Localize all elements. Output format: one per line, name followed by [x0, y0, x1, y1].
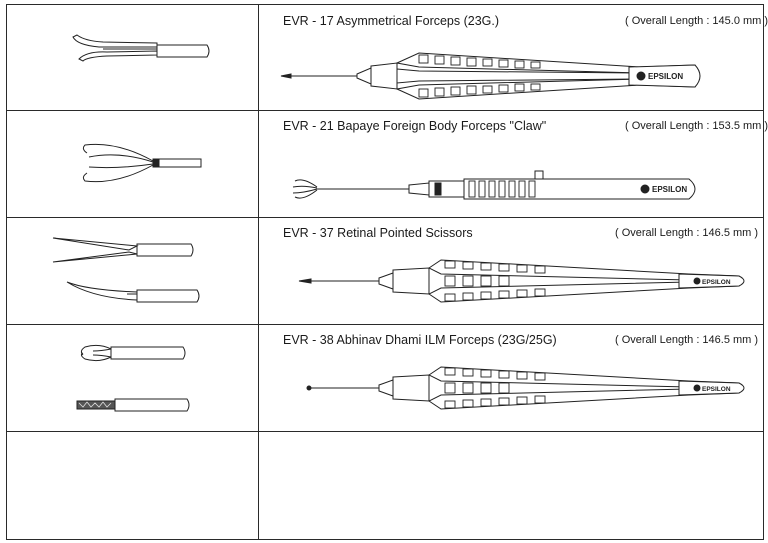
product-title: EVR - 17 Asymmetrical Forceps (23G.) [283, 14, 500, 28]
brand-mark: EPSILON [648, 72, 683, 81]
instrument-cell: EVR - 37 Retinal Pointed Scissors ( Over… [259, 218, 763, 324]
product-row-evr-37: EVR - 37 Retinal Pointed Scissors ( Over… [7, 218, 763, 325]
tip-detail-cell [7, 325, 259, 431]
epsilon-logo-icon [693, 384, 701, 392]
ilm-forceps-tip-icon [76, 344, 190, 412]
product-row-evr-38: EVR - 38 Abhinav Dhami ILM Forceps (23G/… [7, 325, 763, 432]
brand-mark: EPSILON [652, 185, 687, 194]
product-title: EVR - 21 Bapaye Foreign Body Forceps "Cl… [283, 119, 547, 133]
epsilon-logo-icon [640, 184, 650, 194]
tip-detail-cell [7, 5, 259, 110]
product-title: EVR - 37 Retinal Pointed Scissors [283, 226, 473, 240]
empty-cell [7, 432, 259, 539]
brand-mark: EPSILON [702, 279, 731, 286]
instrument-cell: EVR - 17 Asymmetrical Forceps (23G.) ( O… [259, 5, 768, 110]
grip-segments [444, 260, 546, 302]
slider-knob [534, 170, 544, 180]
epsilon-logo-icon [636, 71, 646, 81]
asymmetrical-forceps-icon: EPSILON [280, 52, 701, 100]
tip-detail-cell [7, 218, 259, 324]
empty-row [7, 432, 763, 539]
instrument-cell: EVR - 21 Bapaye Foreign Body Forceps "Cl… [259, 111, 768, 217]
product-title: EVR - 38 Abhinav Dhami ILM Forceps (23G/… [283, 333, 557, 347]
grip-segments [468, 180, 536, 198]
grip-segments [444, 367, 546, 409]
overall-length: ( Overall Length : 146.5 mm ) [615, 334, 759, 346]
asymmetrical-forceps-tip-icon [72, 34, 210, 62]
overall-length: ( Overall Length : 153.5 mm ) [625, 120, 768, 132]
product-row-evr-21: EVR - 21 Bapaye Foreign Body Forceps "Cl… [7, 111, 768, 218]
pointed-scissors-icon: EPSILON [298, 259, 745, 303]
pointed-scissors-tip-icon [52, 237, 200, 303]
product-table: EVR - 17 Asymmetrical Forceps (23G.) ( O… [6, 4, 768, 540]
product-row-evr-17: EVR - 17 Asymmetrical Forceps (23G.) ( O… [7, 5, 768, 111]
overall-length: ( Overall Length : 146.5 mm ) [615, 227, 759, 239]
overall-length: ( Overall Length : 145.0 mm ) [625, 15, 768, 27]
empty-cell [259, 432, 763, 539]
instrument-cell: EVR - 38 Abhinav Dhami ILM Forceps (23G/… [259, 325, 763, 431]
claw-forceps-icon: EPSILON [292, 170, 696, 200]
claw-forceps-tip-icon [82, 143, 202, 183]
brand-mark: EPSILON [702, 386, 731, 393]
epsilon-logo-icon [693, 277, 701, 285]
ilm-forceps-icon: EPSILON [306, 366, 745, 410]
tip-detail-cell [7, 111, 259, 217]
grip-segments [418, 54, 541, 98]
